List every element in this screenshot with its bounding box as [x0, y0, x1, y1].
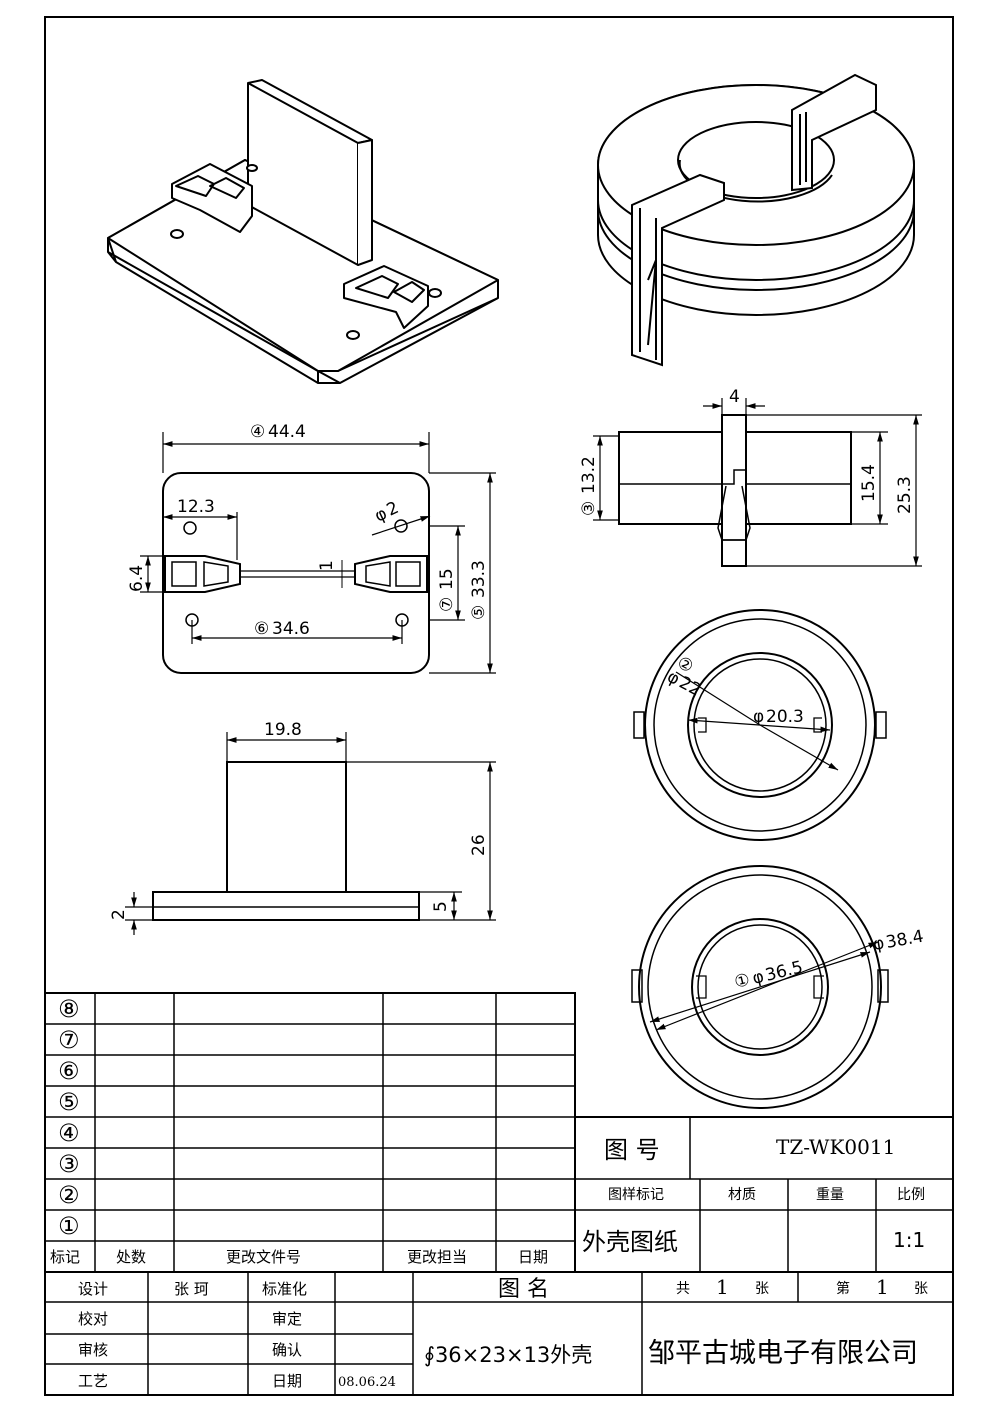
dim-side-253: 25.3 [895, 476, 915, 514]
scale-value: 1:1 [893, 1228, 925, 1252]
drawing-no-label: 图 号 [604, 1136, 660, 1164]
dim-gap-1: 1 [317, 560, 337, 571]
dim-wall-198: 19.8 [264, 720, 302, 740]
total-count: 1 [716, 1275, 729, 1299]
dim-width-ref: ④ [250, 422, 265, 442]
dim-id203: 20.3 [766, 707, 804, 727]
designer-name: 张 珂 [174, 1280, 209, 1298]
revision-row-3: ③ [58, 1150, 80, 1178]
ring-view-outer [631, 865, 889, 1109]
revision-row-8: ⑧ [58, 995, 80, 1023]
dim-side-154: 15.4 [859, 464, 879, 502]
dim-wall-h-26: 26 [469, 834, 489, 856]
dim-base-2: 2 [109, 909, 129, 920]
ring-view-inner [633, 609, 887, 841]
name-label: 图 名 [498, 1277, 549, 1302]
revision-header-doc: 更改文件号 [226, 1248, 301, 1266]
total-label: 共 [676, 1281, 690, 1297]
dim-od384-prefix: φ [871, 933, 886, 955]
total-unit: 张 [755, 1281, 769, 1297]
dim-id203-prefix: φ [753, 707, 764, 727]
label-drawing-mark: 图样标记 [608, 1187, 664, 1203]
label-date: 日期 [272, 1372, 302, 1390]
part-name: ∮36×23×13外壳 [424, 1343, 592, 1367]
revision-row-2: ② [58, 1181, 80, 1209]
label-review: 审定 [272, 1310, 302, 1328]
dim-offset-123: 12.3 [177, 497, 215, 517]
title-block-right [574, 1116, 954, 1273]
side-view [593, 398, 922, 567]
dim-base-5: 5 [431, 901, 451, 912]
front-view [125, 732, 496, 935]
dim-side-132: 13.2 [579, 456, 599, 494]
iso-view-toroid [597, 73, 915, 367]
dim-slot-64: 6.4 [127, 565, 147, 592]
dim-od365-ref: ① [732, 970, 752, 993]
label-check: 校对 [78, 1310, 108, 1328]
sheet-unit: 张 [914, 1281, 928, 1297]
label-audit: 审核 [78, 1341, 108, 1359]
label-scale: 比例 [897, 1187, 925, 1203]
dim-height-ref: ⑤ [469, 605, 489, 620]
title-block-bottom [44, 1271, 954, 1396]
revision-header-count: 处数 [116, 1248, 146, 1266]
label-design: 设计 [78, 1280, 108, 1298]
dim-pitch-346: 34.6 [272, 619, 310, 639]
revision-header-mark: 标记 [50, 1248, 80, 1266]
revision-table [44, 992, 576, 1273]
top-view [140, 432, 496, 674]
date-value: 08.06.24 [338, 1375, 396, 1390]
dim-pitch-346-ref: ⑥ [254, 619, 269, 639]
label-standard: 标准化 [262, 1280, 307, 1298]
sheet-label: 第 [836, 1280, 850, 1297]
dim-height-333: 33.3 [469, 560, 489, 598]
dim-pitch-ref: ⑦ [437, 597, 457, 612]
dim-pitch-15: 15 [437, 568, 457, 590]
revision-row-4: ④ [58, 1119, 80, 1147]
label-craft: 工艺 [78, 1372, 108, 1390]
revision-header-date: 日期 [518, 1248, 548, 1266]
drawing-type: 外壳图纸 [582, 1228, 678, 1256]
label-material: 材质 [728, 1187, 756, 1203]
revision-row-5: ⑤ [58, 1088, 80, 1116]
dim-slot-w-4: 4 [729, 387, 740, 407]
sheet-no: 1 [876, 1275, 889, 1299]
dim-width-444: 44.4 [268, 422, 306, 442]
dim-od365: 36.5 [763, 957, 805, 986]
dim-od365-prefix: φ [750, 967, 766, 989]
revision-header-owner: 更改担当 [407, 1248, 467, 1266]
revision-row-6: ⑥ [58, 1057, 80, 1085]
revision-row-1: ① [58, 1212, 80, 1240]
label-confirm: 确认 [272, 1341, 302, 1359]
dim-side-ref: ③ [579, 501, 599, 516]
revision-row-7: ⑦ [58, 1026, 80, 1054]
drawing-no: TZ-WK0011 [776, 1135, 895, 1159]
label-weight: 重量 [816, 1187, 844, 1203]
company-name: 邹平古城电子有限公司 [648, 1338, 918, 1369]
iso-view-plate [107, 79, 499, 384]
dim-od384: 38.4 [884, 927, 925, 953]
